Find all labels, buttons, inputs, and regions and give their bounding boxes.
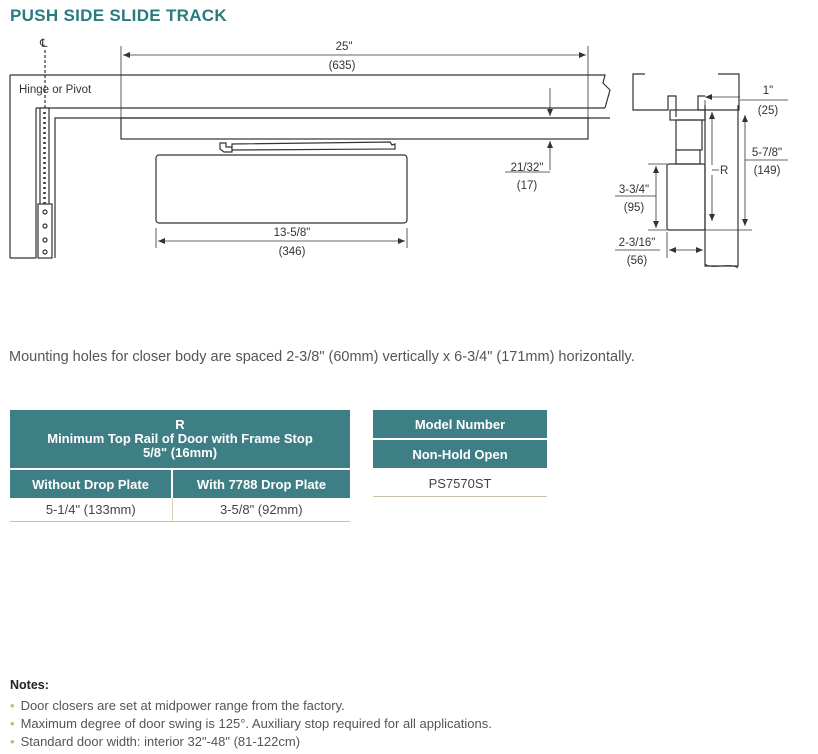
dim-drop: 21/32" bbox=[511, 162, 544, 174]
hinge-lower bbox=[37, 203, 53, 259]
closer-side-body bbox=[666, 163, 706, 231]
hinge-screw bbox=[42, 249, 48, 255]
notes-list: • Door closers are set at midpower range … bbox=[10, 697, 492, 751]
page-title: PUSH SIDE SLIDE TRACK bbox=[10, 6, 227, 25]
slide-track bbox=[120, 117, 589, 140]
dim-side-5-78-mm: (149) bbox=[754, 165, 781, 177]
dim-side-2-316: 2-3/16" bbox=[619, 237, 656, 249]
dim-track-length-mm: (635) bbox=[329, 60, 356, 72]
frame-profile-right bbox=[697, 73, 740, 111]
note-text: Maximum degree of door swing is 125°. Au… bbox=[20, 716, 492, 731]
bracket-top bbox=[669, 109, 706, 121]
note-text: Standard door width: interior 32"-48" (8… bbox=[20, 734, 301, 749]
model-number-value: PS7570ST bbox=[373, 469, 547, 497]
front-view: ℄ bbox=[9, 38, 611, 259]
model-table: Model Number Non-Hold Open PS7570ST bbox=[373, 410, 547, 497]
model-number-header: Model Number bbox=[373, 410, 547, 440]
dim-r: R bbox=[720, 165, 728, 177]
dim-body-length-mm: (346) bbox=[279, 246, 306, 258]
notes-title: Notes: bbox=[10, 678, 49, 692]
value-without-drop-plate: 5-1/4" (133mm) bbox=[10, 498, 173, 522]
dim-side-3-34-mm: (95) bbox=[624, 202, 645, 214]
dim-body-length: 13-5/8" bbox=[274, 227, 311, 239]
front-view-labels: Hinge or Pivot 25" (635) 21/32" (17) 13-… bbox=[19, 41, 543, 258]
closer-arm-pivot bbox=[219, 142, 233, 153]
hinge-screw bbox=[42, 223, 48, 229]
hinge-screw bbox=[42, 237, 48, 243]
dim-side-1-mm: (25) bbox=[758, 105, 779, 117]
dim-side-2-316-mm: (56) bbox=[627, 255, 648, 267]
table-row: PS7570ST bbox=[373, 469, 547, 497]
list-item: • Maximum degree of door swing is 125°. A… bbox=[10, 715, 492, 733]
bullet-icon: • bbox=[10, 716, 15, 731]
frame-profile-left bbox=[632, 73, 677, 117]
dim-drop-mm: (17) bbox=[517, 180, 538, 192]
r-header-line3: 5/8" (16mm) bbox=[142, 445, 218, 460]
bracket-arm bbox=[675, 149, 701, 165]
bracket-body bbox=[675, 119, 703, 151]
table-row: 5-1/4" (133mm) 3-5/8" (92mm) bbox=[10, 498, 350, 522]
hinge-label: Hinge or Pivot bbox=[19, 84, 92, 96]
list-item: • Standard door width: interior 32"-48" (… bbox=[10, 733, 492, 751]
col-without-drop-plate: Without Drop Plate bbox=[10, 469, 173, 498]
frame-top-edge bbox=[10, 74, 611, 109]
side-view bbox=[632, 73, 740, 269]
side-view-labels: 1" (25) R 5-7/8" (149) 3-3/4" (95) 2-3/1… bbox=[619, 85, 783, 267]
r-table: R Minimum Top Rail of Door with Frame St… bbox=[10, 410, 350, 522]
note-text: Door closers are set at midpower range f… bbox=[20, 698, 345, 713]
door-side bbox=[704, 105, 739, 267]
bullet-icon: • bbox=[10, 698, 15, 713]
dim-side-1: 1" bbox=[763, 85, 773, 97]
col-with-drop-plate: With 7788 Drop Plate bbox=[171, 469, 350, 498]
closer-arm bbox=[231, 141, 396, 151]
list-item: • Door closers are set at midpower range … bbox=[10, 697, 492, 715]
r-header-r: R bbox=[175, 417, 185, 432]
value-with-drop-plate: 3-5/8" (92mm) bbox=[171, 498, 350, 522]
dim-side-3-34: 3-3/4" bbox=[619, 184, 649, 196]
closer-diagram: ℄ bbox=[9, 38, 788, 269]
closer-body bbox=[155, 154, 408, 224]
r-table-header: R Minimum Top Rail of Door with Frame St… bbox=[10, 410, 350, 470]
bullet-icon: • bbox=[10, 734, 15, 749]
non-hold-open-header: Non-Hold Open bbox=[373, 439, 547, 470]
dim-side-5-78: 5-7/8" bbox=[752, 147, 782, 159]
mounting-text: Mounting holes for closer body are space… bbox=[9, 349, 635, 365]
door-break bbox=[704, 263, 739, 269]
hinge-screw bbox=[42, 209, 48, 215]
dim-track-length: 25" bbox=[336, 41, 353, 53]
side-view-dims bbox=[615, 94, 788, 258]
r-header-line2: Minimum Top Rail of Door with Frame Stop bbox=[47, 431, 313, 446]
centerline-symbol: ℄ bbox=[39, 38, 48, 50]
